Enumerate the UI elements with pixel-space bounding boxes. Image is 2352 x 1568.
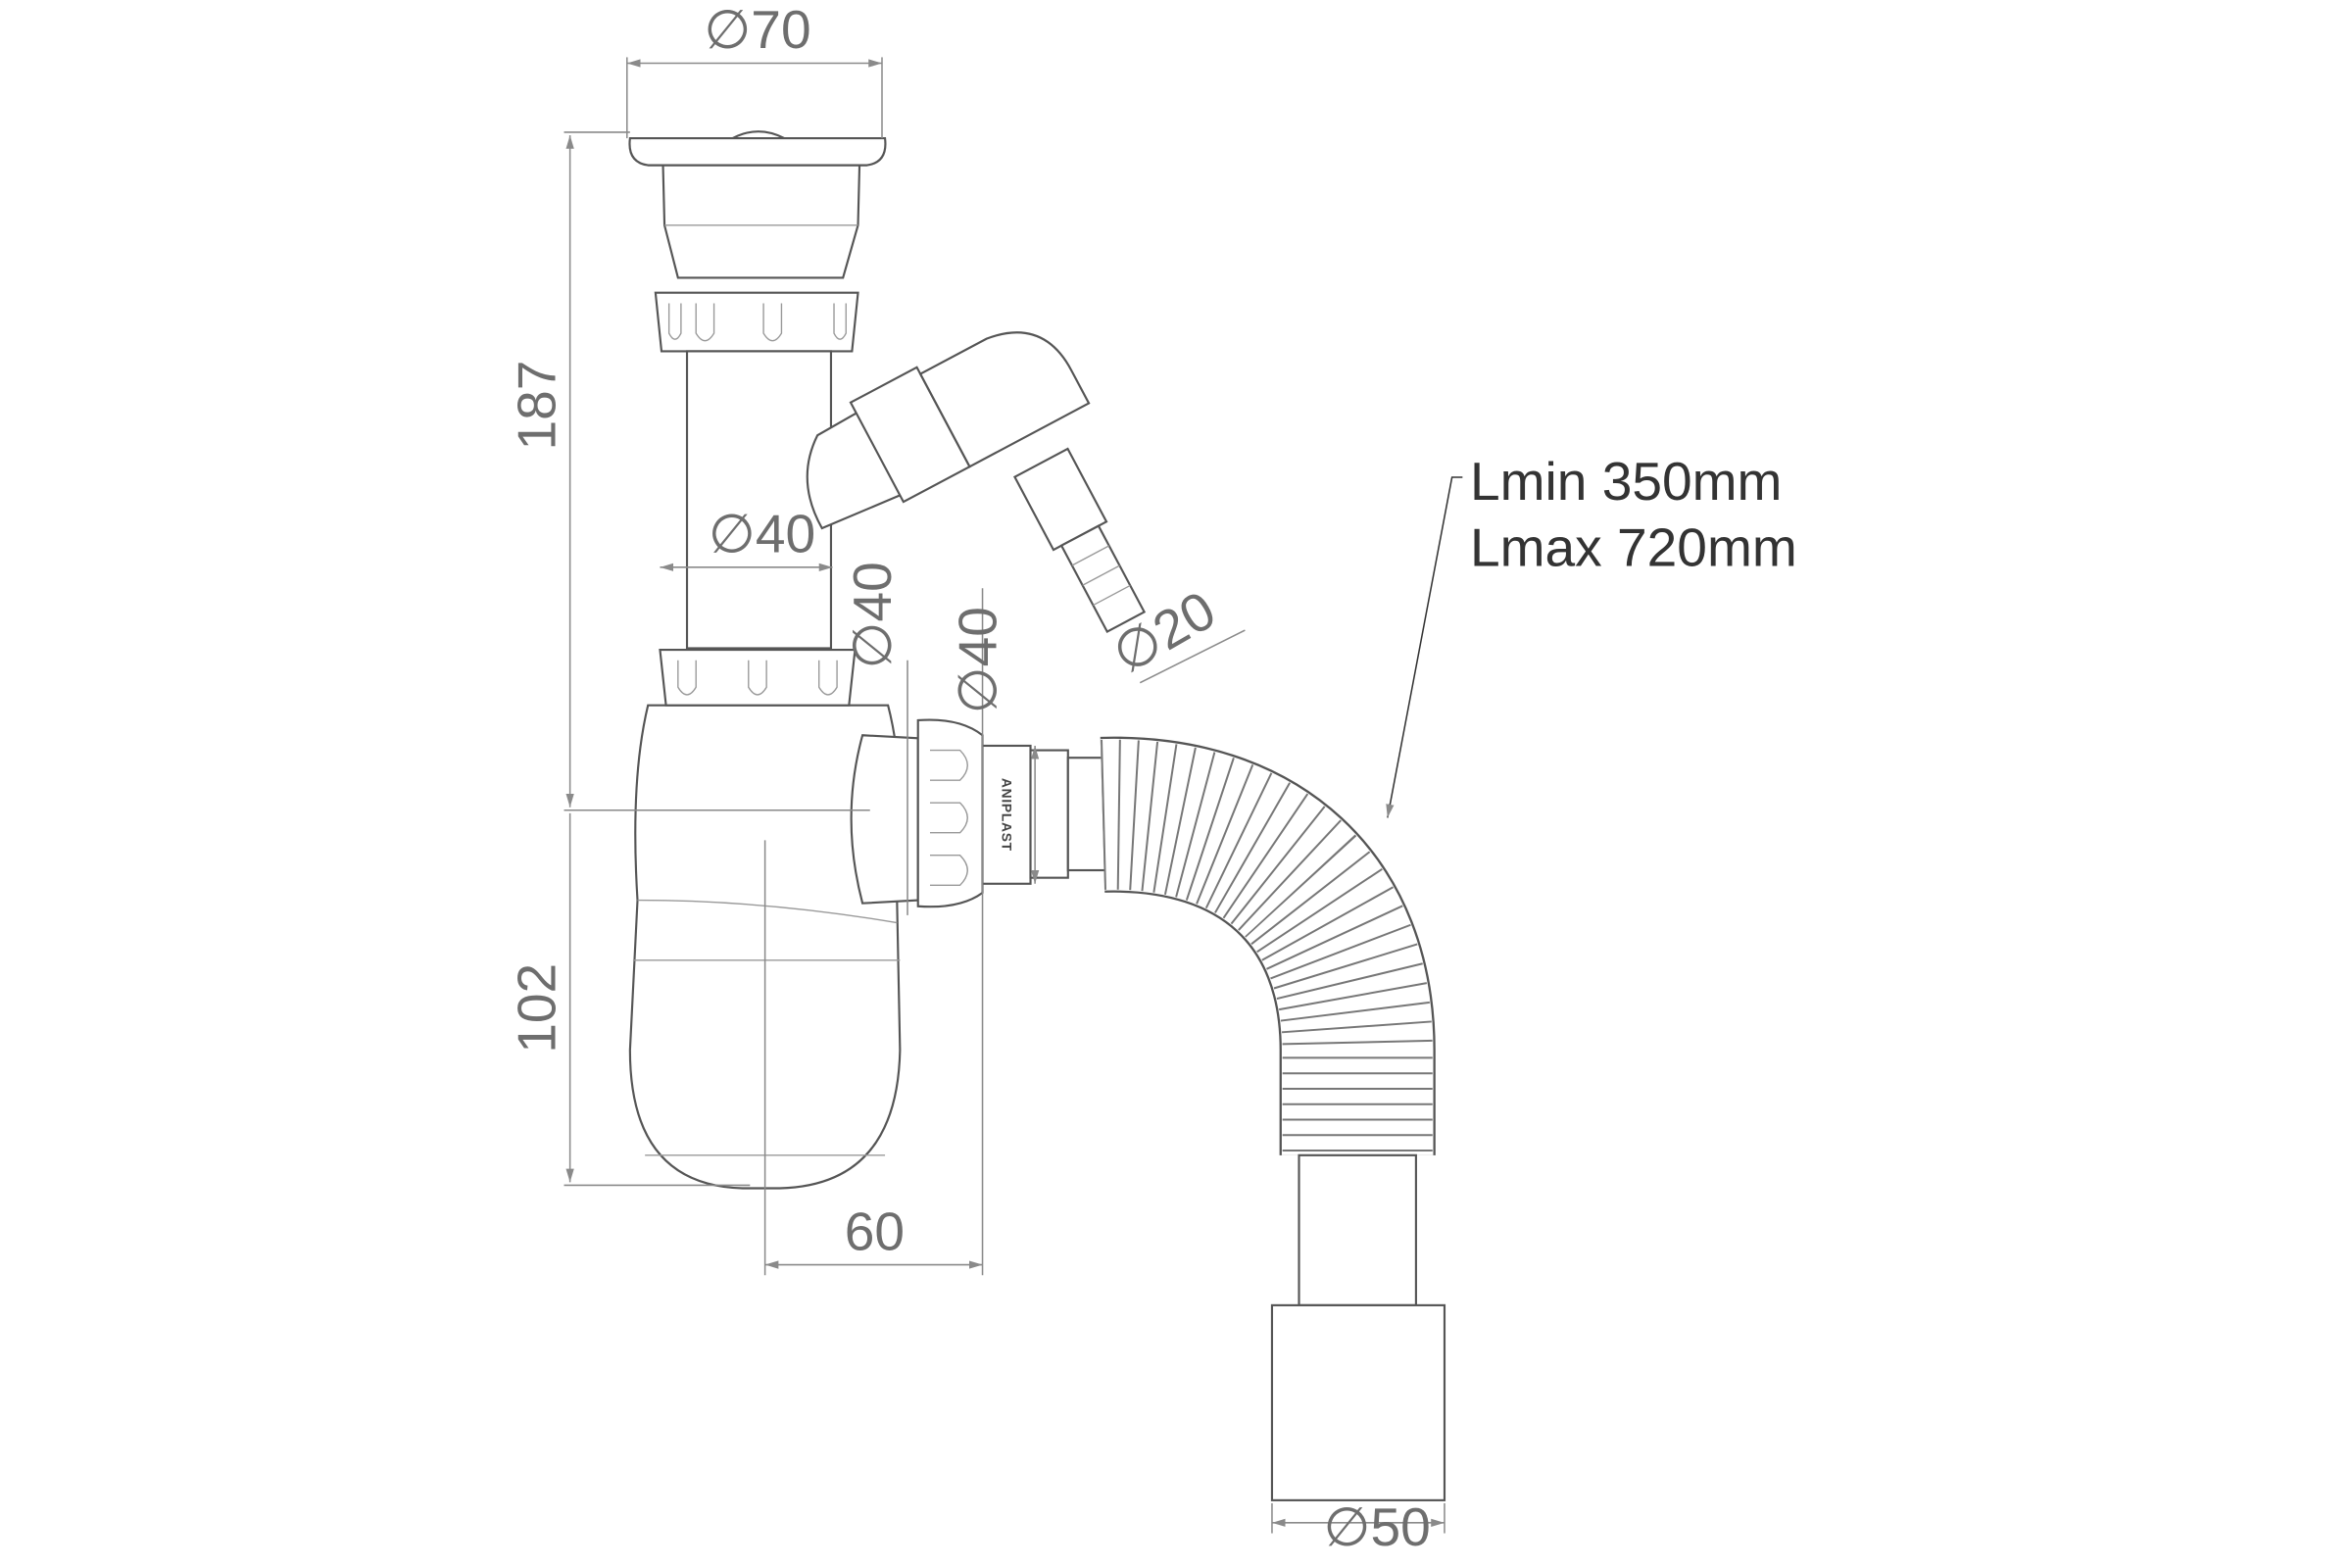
corrugated-hose <box>1100 736 1436 1155</box>
vertical-pipe <box>685 350 833 650</box>
bottle-trap <box>628 648 919 1190</box>
brand-mark: ANIPLAST <box>999 778 1013 852</box>
side-branch <box>806 331 1147 634</box>
dim-lower-height: 102 <box>506 963 566 1054</box>
dim-hose-end-diameter: ∅50 <box>1323 1496 1430 1557</box>
dim-pipe-diameter: ∅40 <box>709 504 815 564</box>
strainer <box>628 130 887 279</box>
hose-length-min: Lmin 350mm <box>1470 451 1782 512</box>
dim-outlet-diameter: ∅40 <box>947 607 1007 713</box>
dim-total-height: 187 <box>506 361 566 451</box>
dim-inlet-diameter: ∅40 <box>842 562 903 668</box>
dim-outlet-offset: 60 <box>845 1200 905 1261</box>
hose-length-max: Lmax 720mm <box>1470 516 1797 577</box>
upper-nut <box>654 291 859 353</box>
dimension-lines <box>564 57 1463 1534</box>
dim-strainer-diameter: ∅70 <box>704 0 810 60</box>
outlet-tube <box>1270 1153 1446 1501</box>
